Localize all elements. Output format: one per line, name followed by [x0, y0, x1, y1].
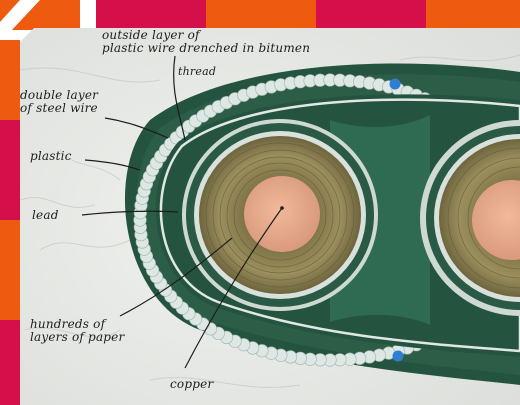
left-conductor: [182, 119, 378, 311]
label-double-layer: double layer of steel wire: [20, 89, 98, 115]
frame-left-red-2: [0, 320, 20, 405]
frame-left-red-1: [0, 120, 20, 220]
label-outside-layer: outside layer of plastic wire drenched i…: [102, 29, 310, 55]
frame-top-red-1: [96, 0, 206, 30]
label-thread: thread: [178, 66, 216, 78]
tracer-wire: [393, 351, 404, 362]
frame-left-orange-1: [0, 40, 20, 120]
frame-left-orange-2: [0, 220, 20, 320]
copper-core: [244, 176, 320, 252]
label-plastic: plastic: [30, 150, 72, 162]
frame-top-orange-2: [206, 0, 316, 30]
label-copper: copper: [170, 378, 213, 390]
label-paper-layers: hundreds of layers of paper: [30, 318, 124, 344]
tracer-wire: [390, 79, 401, 90]
frame-top-orange-3: [426, 0, 520, 30]
frame-top-red-2: [316, 0, 426, 30]
label-lead: lead: [32, 209, 59, 221]
